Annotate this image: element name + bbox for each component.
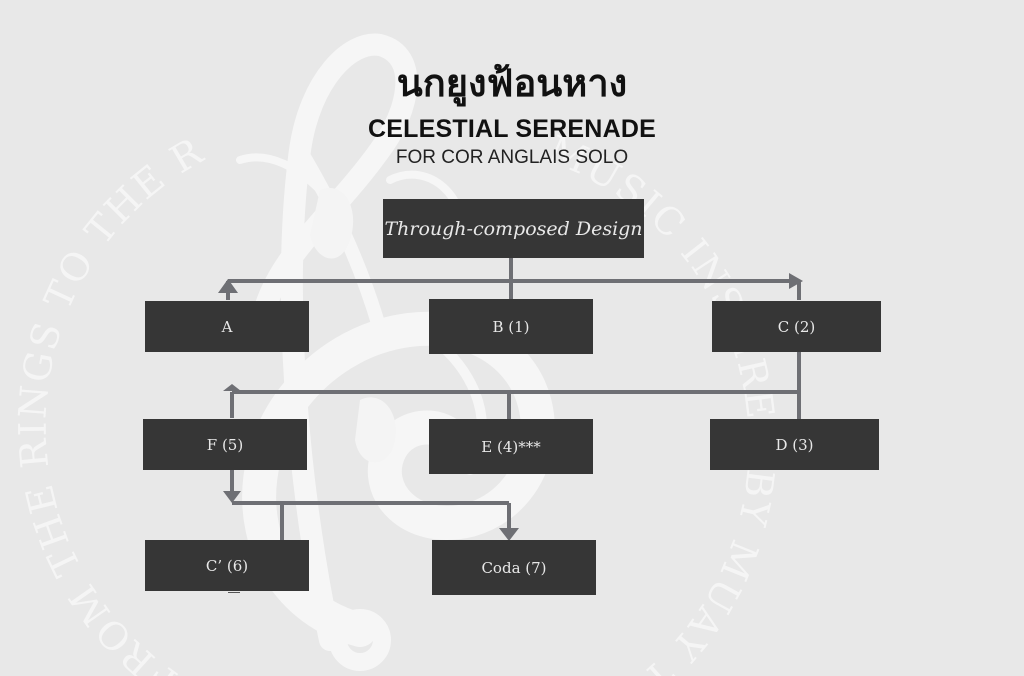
subtitle: FOR COR ANGLAIS SOLO bbox=[395, 147, 629, 168]
small-dash-mark bbox=[228, 592, 240, 593]
section-c-prime-node: C’ (6) bbox=[145, 540, 309, 591]
section-e-node: E (4)*** bbox=[429, 419, 593, 474]
arrow-down-f bbox=[223, 491, 241, 503]
diagram-root-node: Through-composed Design bbox=[383, 199, 644, 258]
arrow-right-c bbox=[789, 273, 803, 289]
arrow-up-f bbox=[223, 384, 241, 391]
arrow-up-a bbox=[218, 279, 238, 293]
title-english: CELESTIAL SERENADE bbox=[368, 115, 656, 143]
arrow-down-coda bbox=[499, 528, 519, 541]
section-d-node: D (3) bbox=[710, 419, 879, 470]
section-f-node: F (5) bbox=[143, 419, 307, 470]
section-coda-node: Coda (7) bbox=[432, 540, 596, 595]
section-c-node: C (2) bbox=[712, 301, 881, 352]
section-a-node: A bbox=[145, 301, 309, 352]
title-thai: นกยูงฟ้อนหาง bbox=[396, 61, 628, 105]
section-b-node: B (1) bbox=[429, 299, 593, 354]
